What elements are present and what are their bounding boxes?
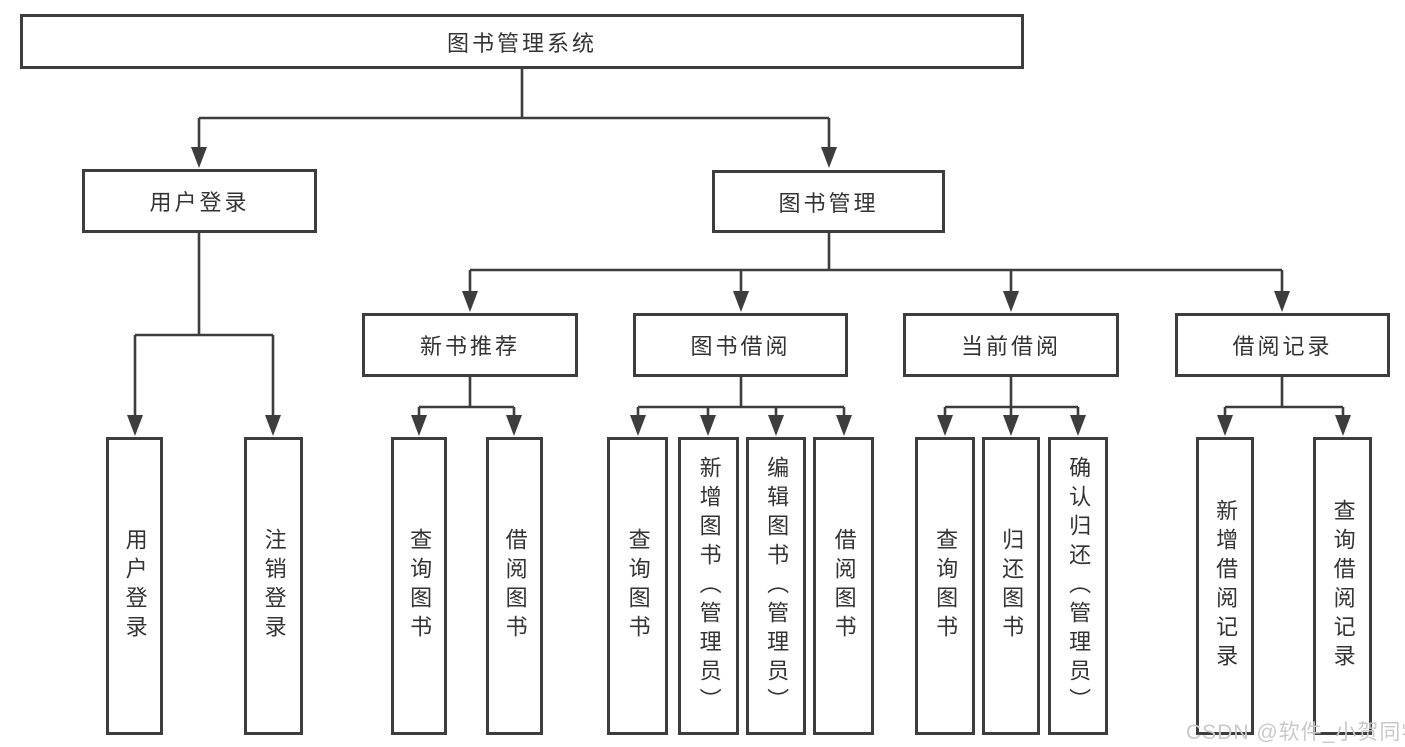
leaf-borrow-books-1: 借阅图书 bbox=[486, 437, 543, 735]
connector-line bbox=[1223, 377, 1345, 418]
arrow-down-icon bbox=[127, 415, 143, 436]
arrow-down-icon bbox=[821, 147, 837, 168]
connector-line bbox=[197, 69, 831, 150]
node-new-book-recommend: 新书推荐 bbox=[362, 313, 578, 377]
leaf-user-login: 用户登录 bbox=[106, 437, 163, 735]
arrow-down-icon bbox=[191, 147, 207, 168]
leaf-confirm-return-admin: 确认归还（管理员） bbox=[1048, 437, 1108, 735]
arrow-down-icon bbox=[1274, 291, 1290, 312]
arrow-down-icon bbox=[700, 415, 716, 436]
node-book-management: 图书管理 bbox=[712, 170, 945, 233]
leaf-query-books-1: 查询图书 bbox=[391, 437, 447, 735]
arrow-down-icon bbox=[630, 415, 646, 436]
arrow-down-icon bbox=[768, 415, 784, 436]
edge-book-mgmt-to-level3 bbox=[462, 233, 1290, 312]
node-library-system: 图书管理系统 bbox=[20, 14, 1024, 69]
edge-book-borrow-to-leaves bbox=[630, 377, 852, 436]
node-book-borrowing: 图书借阅 bbox=[633, 313, 848, 377]
arrow-down-icon bbox=[462, 291, 478, 312]
arrow-down-icon bbox=[733, 291, 749, 312]
leaf-edit-books-admin: 编辑图书（管理员） bbox=[746, 437, 806, 735]
edge-root-to-level2 bbox=[191, 69, 837, 168]
edge-current-borrow-to-leaves bbox=[937, 377, 1086, 436]
watermark-text: CSDN @软件_小贺同学 bbox=[1186, 721, 1405, 744]
leaf-query-books-3: 查询图书 bbox=[915, 437, 975, 735]
connector-line bbox=[468, 233, 1284, 293]
leaf-add-books-admin: 新增图书（管理员） bbox=[678, 437, 739, 735]
edge-new-books-to-leaves bbox=[411, 377, 522, 436]
connector-line bbox=[636, 377, 846, 418]
connector-line bbox=[417, 377, 516, 418]
edge-user-login-to-leaves bbox=[127, 233, 281, 436]
connector-line bbox=[943, 377, 1080, 418]
edge-borrow-records-to-leaves bbox=[1217, 377, 1351, 436]
leaf-return-books: 归还图书 bbox=[982, 437, 1040, 735]
arrow-down-icon bbox=[265, 415, 281, 436]
arrow-down-icon bbox=[1070, 415, 1086, 436]
node-borrow-records: 借阅记录 bbox=[1175, 313, 1390, 377]
arrow-down-icon bbox=[411, 415, 427, 436]
leaf-logout: 注销登录 bbox=[244, 437, 303, 735]
leaf-query-borrow-record: 查询借阅记录 bbox=[1313, 437, 1372, 735]
arrow-down-icon bbox=[1003, 415, 1019, 436]
node-current-borrowing: 当前借阅 bbox=[903, 313, 1119, 377]
leaf-add-borrow-record: 新增借阅记录 bbox=[1196, 437, 1254, 735]
arrow-down-icon bbox=[1335, 415, 1351, 436]
arrow-down-icon bbox=[1003, 291, 1019, 312]
leaf-borrow-books-2: 借阅图书 bbox=[813, 437, 874, 735]
arrow-down-icon bbox=[506, 415, 522, 436]
connector-line bbox=[133, 233, 275, 418]
leaf-query-books-2: 查询图书 bbox=[607, 437, 668, 735]
arrow-down-icon bbox=[1217, 415, 1233, 436]
node-user-login: 用户登录 bbox=[82, 169, 317, 233]
arrow-down-icon bbox=[937, 415, 953, 436]
arrow-down-icon bbox=[836, 415, 852, 436]
